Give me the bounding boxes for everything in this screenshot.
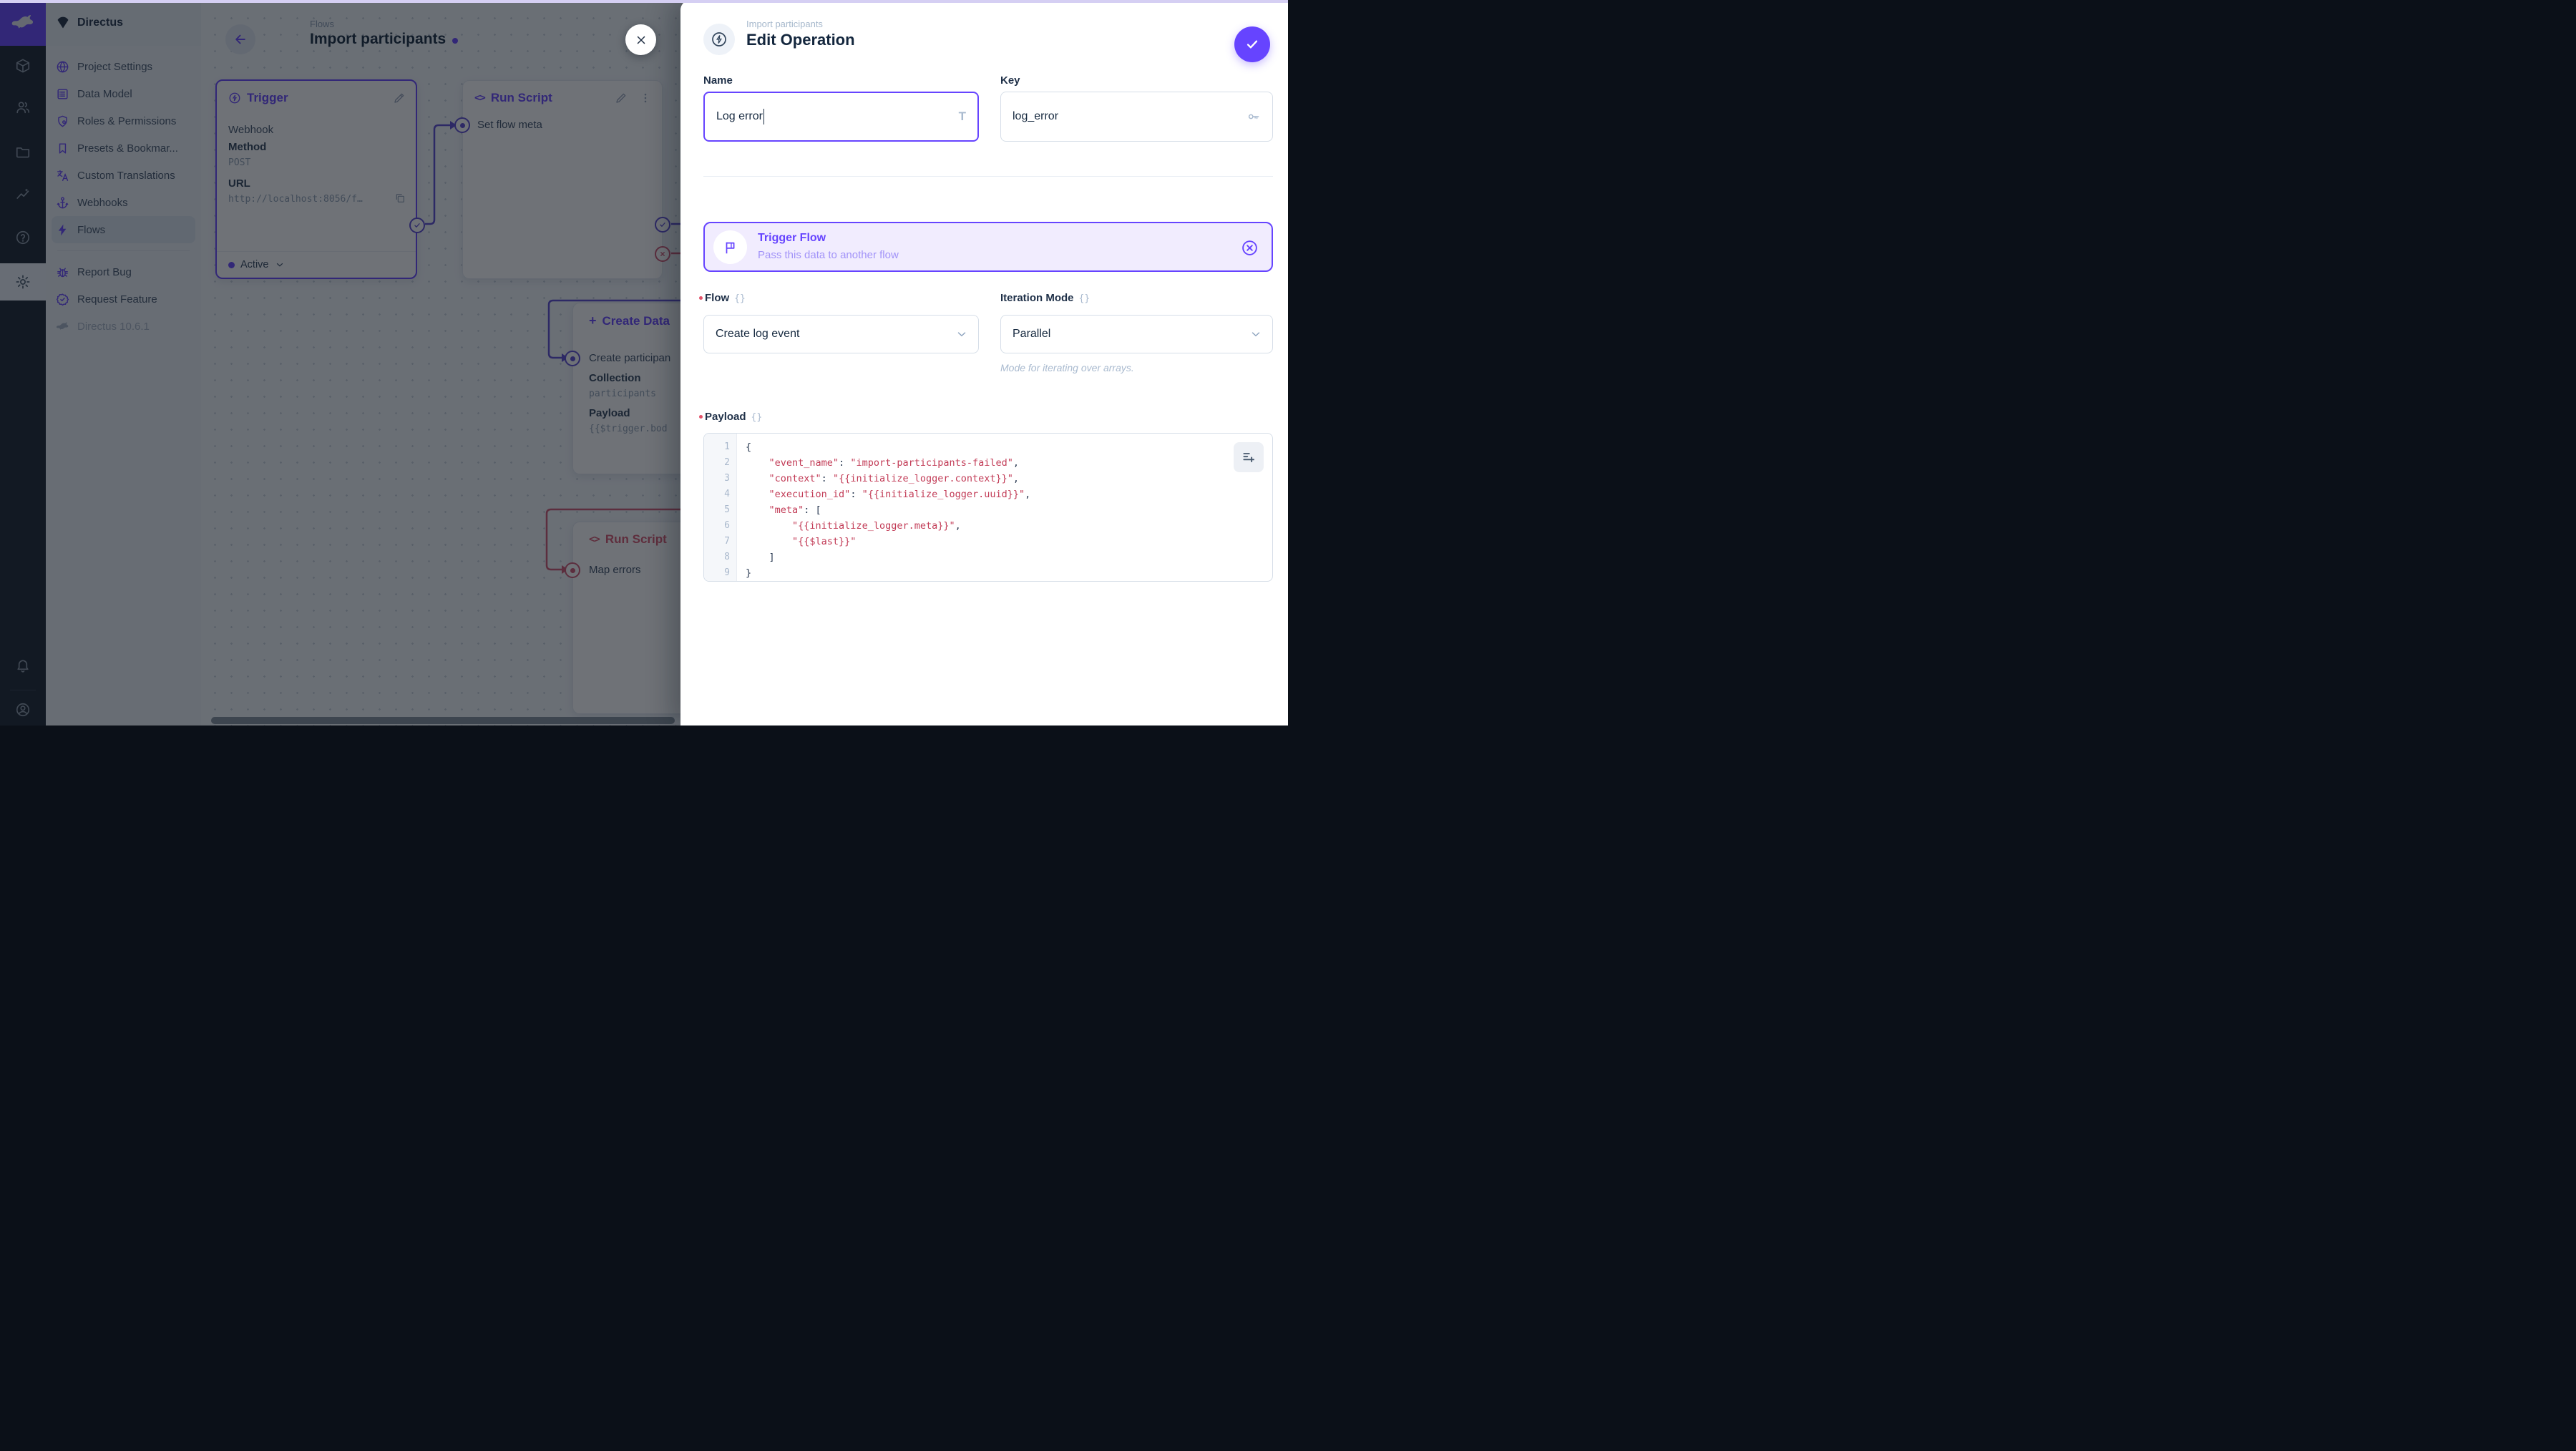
top-accent-strip [0, 0, 1288, 3]
iteration-mode-label: Iteration Mode{} [1000, 292, 1091, 304]
key-value: log_error [1013, 110, 1059, 122]
section-divider [703, 176, 1273, 177]
name-field[interactable]: Log error T [703, 92, 979, 142]
align-plus-icon [1243, 453, 1254, 463]
name-value: Log error [716, 110, 763, 122]
editor-options-button[interactable] [1234, 442, 1264, 472]
iteration-mode-select[interactable]: Parallel [1000, 315, 1273, 353]
key-label: Key [1000, 74, 1020, 87]
iteration-mode-value: Parallel [1013, 328, 1051, 340]
card-title: Trigger Flow [758, 232, 826, 244]
directus-flows-screen: Directus Project Settings Data Model Rol… [0, 0, 1288, 726]
drawer-close-button[interactable] [625, 24, 656, 55]
raw-value-icon[interactable]: {} [1078, 293, 1091, 304]
chevron-down-icon [1252, 332, 1260, 337]
iteration-mode-note: Mode for iterating over arrays. [1000, 362, 1134, 373]
edit-operation-drawer: Import participants Edit Operation Name … [680, 0, 1288, 726]
trigger-flow-card[interactable]: Trigger Flow Pass this data to another f… [703, 222, 1273, 272]
flag-icon [713, 230, 747, 264]
close-icon [637, 36, 645, 44]
operation-icon-circle [703, 24, 735, 55]
chevron-down-icon [957, 332, 966, 337]
text-caret [763, 109, 765, 124]
done-button[interactable] [1234, 26, 1270, 62]
editor-code[interactable]: { "event_name": "import-participants-fai… [746, 441, 1031, 579]
check-icon [1246, 40, 1258, 49]
remove-selection-icon[interactable] [1241, 239, 1259, 257]
name-label: Name [703, 74, 733, 87]
bolt-circle-icon [712, 32, 726, 47]
drawer-dim-overlay[interactable] [0, 0, 686, 726]
drawer-breadcrumb[interactable]: Import participants [746, 19, 823, 29]
title-format-icon: T [958, 109, 966, 123]
flow-select-value: Create log event [716, 328, 800, 340]
required-dot [699, 415, 703, 419]
flow-label: Flow{} [705, 292, 746, 304]
drawer-title: Edit Operation [746, 31, 855, 49]
raw-value-icon[interactable]: {} [751, 412, 763, 423]
required-dot [699, 296, 703, 300]
payload-label: Payload{} [705, 411, 763, 423]
card-subtitle: Pass this data to another flow [758, 249, 899, 261]
key-icon [1248, 114, 1259, 119]
flow-select[interactable]: Create log event [703, 315, 979, 353]
raw-value-icon[interactable]: {} [734, 293, 746, 304]
key-field[interactable]: log_error [1000, 92, 1273, 142]
